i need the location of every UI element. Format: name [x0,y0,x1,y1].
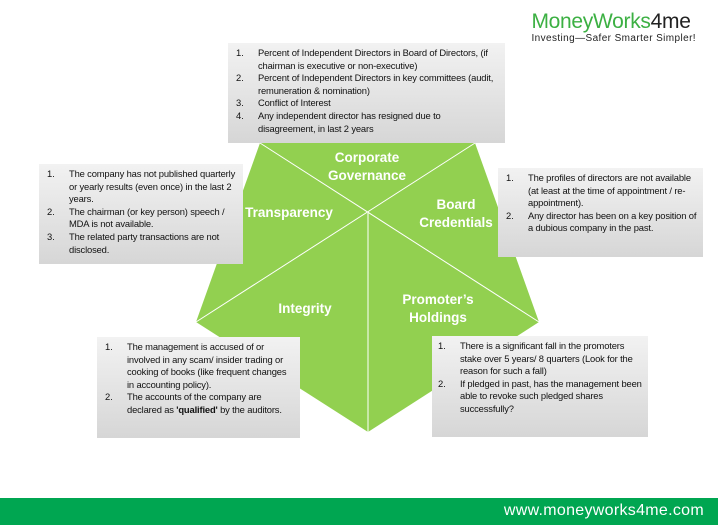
criteria-item: 1. Percent of Independent Directors in Bo… [236,47,499,72]
item-number: 3. [47,230,55,242]
segment-label: Transparency [245,205,333,220]
criteria-item: 2. Percent of Independent Directors in ke… [236,72,499,97]
segment-label: Holdings [409,310,467,325]
item-text: The company has not published quarterly … [69,168,236,205]
criteria-list: 1. The management is accused of or involv… [105,341,294,417]
item-text: There is a significant fall in the promo… [460,340,633,377]
item-number: 1. [105,341,113,352]
criteria-item: 2. If pledged in past, has the management… [438,378,642,416]
divider-line [195,142,476,323]
item-text-bold: 'qualified' [176,403,218,415]
item-number: 1. [47,168,55,179]
item-text: The related party transactions are not d… [69,230,220,255]
item-number: 2. [47,205,55,217]
item-number: 2. [105,391,113,403]
item-number: 4. [236,109,244,121]
item-number: 1. [438,340,446,351]
segment-label: Board [436,197,476,212]
criteria-item: 2. Any director has been on a key positio… [506,210,697,235]
logo-tagline: Investing—Safer Smarter Simpler! [531,33,696,44]
criteria-item: 2. The chairman (or key person) speech / … [47,206,237,231]
item-text: The accounts of the company are declared… [127,391,294,416]
item-number: 2. [438,377,446,389]
segment-label: Credentials [419,215,493,230]
item-number: 2. [236,72,244,84]
criteria-item: 2. The accounts of the company are declar… [105,391,294,416]
criteria-item: 3. The related party transactions are not… [47,231,237,256]
item-text-part: The accounts of the company are declared… [127,391,262,415]
item-text: Any independent director has resigned du… [258,109,441,134]
footer-bar: www.moneyworks4me.com [0,498,718,525]
segment-label: Governance [327,168,407,183]
item-text: If pledged in past, has the management b… [460,377,642,414]
criteria-list: 1. There is a significant fall in the pro… [438,340,642,416]
criteria-item: 1. The profiles of directors are not avai… [506,172,697,210]
footer-url[interactable]: www.moneyworks4me.com [503,502,704,519]
segment-transparency: Transparency [245,204,333,222]
item-text: The chairman (or key person) speech / MD… [69,205,225,230]
item-text: Conflict of Interest [258,97,331,109]
criteria-item: 3. Conflict of Interest [236,97,499,110]
corporate-governance-box: 1. Percent of Independent Directors in Bo… [228,43,505,143]
segment-label: Corporate [334,150,400,165]
item-text-part: by the auditors. [217,403,282,415]
transparency-box: 1. The company has not published quarterl… [39,164,243,264]
item-text: The management is accused of or involved… [127,341,287,390]
item-number: 3. [236,97,244,109]
item-text: Any director has been on a key position … [528,209,697,234]
criteria-list: 1. Percent of Independent Directors in Bo… [236,47,499,135]
item-text: Percent of Independent Directors in Boar… [258,47,488,71]
criteria-item: 1. The company has not published quarterl… [47,168,237,206]
promoters-holdings-box: 1. There is a significant fall in the pro… [432,336,648,437]
item-number: 1. [236,47,244,58]
item-text: The profiles of directors are not availa… [528,172,691,209]
item-text: Percent of Independent Directors in key … [258,72,494,96]
segment-integrity: Integrity [278,300,331,318]
item-number: 1. [506,172,514,183]
integrity-box: 1. The management is accused of or involv… [97,337,300,438]
item-number: 2. [506,209,514,221]
segment-label: Promoter’s [402,292,474,307]
logo-brand-dark: 4me [650,10,691,33]
segment-label: Integrity [278,301,332,316]
criteria-item: 1. The management is accused of or involv… [105,341,294,391]
board-credentials-box: 1. The profiles of directors are not avai… [498,168,703,257]
criteria-item: 4. Any independent director has resigned … [236,110,499,135]
criteria-list: 1. The company has not published quarterl… [47,168,237,256]
criteria-list: 1. The profiles of directors are not avai… [506,172,697,235]
logo-brand-green: MoneyWorks [531,10,651,33]
moneyworks4me-logo: MoneyWorks4me Investing—Safer Smarter Si… [531,10,696,44]
logo-brand: MoneyWorks4me [531,10,696,34]
criteria-item: 1. There is a significant fall in the pro… [438,340,642,378]
divider-line [259,142,540,323]
